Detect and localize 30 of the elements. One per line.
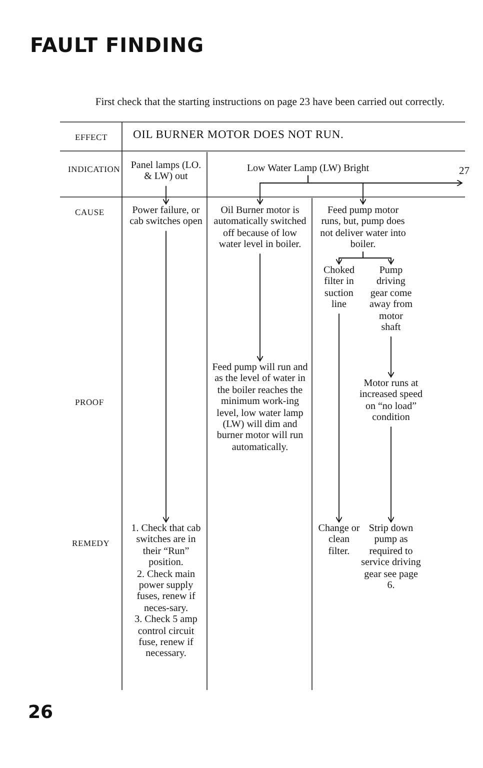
- row-header: REMEDY: [72, 538, 110, 548]
- flow-text: Feed pump will run and as the level of water in the boiler reaches the minimum work-ing level, low water lamp (LW) will dim and burner motor will run automatically.: [212, 362, 308, 454]
- flow-arrow: [162, 230, 170, 522]
- row-header: INDICATION: [68, 164, 120, 174]
- flow-arrow: [362, 251, 394, 264]
- flow-arrow: [336, 313, 342, 522]
- flow-text: Strip down pump as required to service driving gear see page 6.: [360, 523, 422, 592]
- flow-text: Power failure, or cab switches open: [127, 205, 205, 228]
- edge-label: 27: [459, 166, 470, 177]
- flow-text: Change or clean filter.: [317, 523, 361, 558]
- row-header: CAUSE: [75, 207, 104, 217]
- row-header: EFFECT: [75, 132, 108, 142]
- flow-text: 1. Check that cab switches are in their “Run” position. 2. Check main power supply fuses, renew if neces-sary. 3. Check 5 amp control circuit fuse, renew if necessary.: [127, 523, 205, 660]
- flow-arrow: [308, 174, 462, 186]
- effect-text: OIL BURNER MOTOR DOES NOT RUN.: [133, 129, 344, 141]
- flow-text: Pump driving gear come away from motor shaft: [369, 265, 413, 334]
- page-title: FAULT FINDING: [30, 33, 204, 57]
- flow-arrow: [388, 336, 394, 378]
- flow-text: Feed pump motor runs, but, pump does not deliver water into boiler.: [317, 205, 409, 251]
- flow-text: Oil Burner motor is automatically switched off because of low water level in boiler.: [212, 205, 308, 251]
- flow-text: Low Water Lamp (LW) Bright: [233, 163, 383, 174]
- row-header: PROOF: [75, 397, 104, 407]
- flow-arrow: [388, 426, 394, 522]
- flow-arrow: [162, 185, 170, 204]
- page-number: 26: [28, 702, 54, 723]
- flow-text: Panel lamps (LO. & LW) out: [127, 160, 205, 183]
- instruction-note: First check that the starting instructions on page 23 have been carried out correctly.: [94, 97, 446, 108]
- flow-text: Choked filter in suction line: [317, 265, 361, 311]
- flow-text: Motor runs at increased speed on “no load” condition: [356, 378, 426, 424]
- flow-arrow: [256, 253, 264, 362]
